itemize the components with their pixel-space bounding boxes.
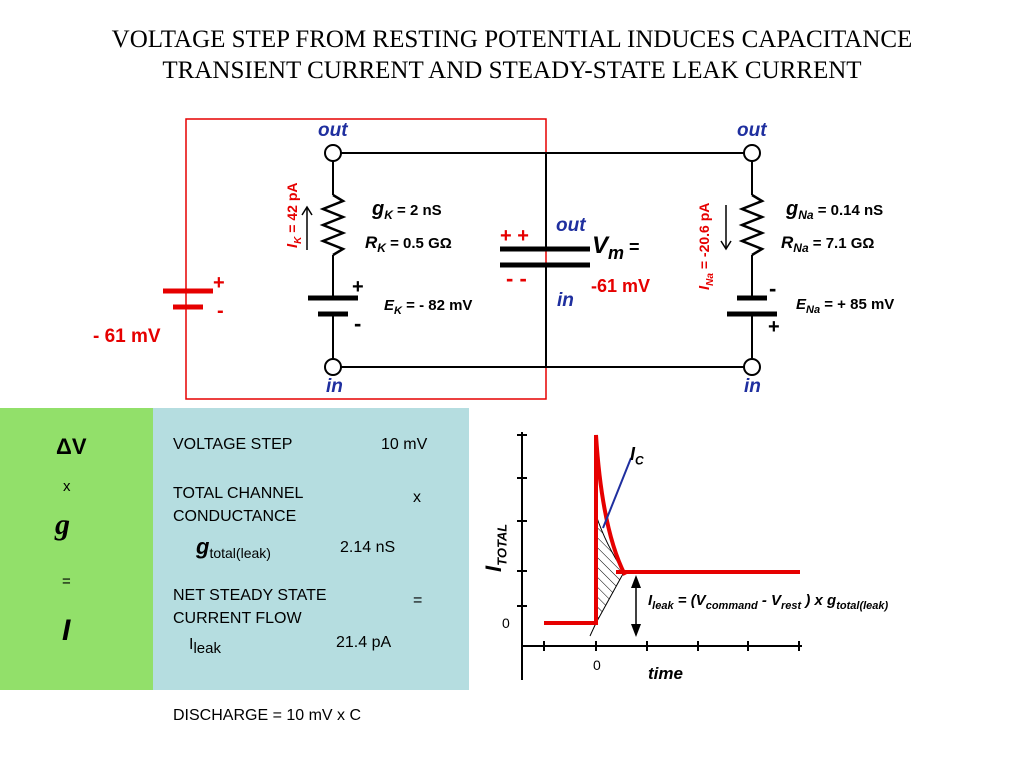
capacitor-plus-signs: + + (500, 225, 529, 247)
delta-v-symbol: ΔV (56, 434, 87, 459)
in-label-mid: in (557, 290, 574, 311)
g-total-value: 2.14 nS (340, 539, 396, 556)
ena-label: ENa = + 85 mV (796, 296, 895, 316)
rna-label: RNa = 7.1 GΩ (781, 233, 875, 255)
in-label-left: in (326, 376, 343, 397)
ic-pointer (602, 457, 632, 529)
ina-current-label: INa = -20.6 pA (696, 202, 716, 290)
resistor-k (319, 193, 347, 257)
out-label-mid: out (556, 215, 586, 236)
potassium-branch (301, 161, 358, 359)
in-label-right: in (744, 376, 761, 397)
times-sign: x (63, 478, 71, 495)
ileak-formula: Ileak = (Vcommand - Vrest ) x gtotal(lea… (648, 592, 889, 612)
net-label-line1: NET STEADY STATE (173, 587, 327, 604)
circuit-diagram (163, 118, 777, 400)
g-total-label: gtotal(leak) (196, 534, 271, 562)
current-trace-transient (544, 434, 627, 625)
capacitor-branch (500, 153, 590, 367)
net-equals: = (413, 592, 423, 609)
ic-label: IC (630, 444, 644, 468)
out-label-left: out (318, 120, 348, 141)
net-label-line2: CURRENT FLOW (173, 610, 302, 627)
graph-x-zero: 0 (593, 657, 601, 673)
graph-y-zero: 0 (502, 615, 510, 631)
capacitive-charge-area (595, 514, 625, 624)
sodium-branch (720, 161, 777, 359)
vm-value: -61 mV (591, 276, 651, 296)
circuit-highlight-box (185, 118, 547, 400)
terminal-out-left (324, 144, 342, 162)
g-symbol: g (55, 508, 70, 541)
conductance-times: x (413, 489, 421, 506)
conductance-label-line2: CONDUCTANCE (173, 508, 297, 525)
vm-label: Vm = (592, 232, 640, 263)
equation-panel (0, 408, 153, 690)
out-label-right: out (737, 120, 767, 141)
command-voltage: - 61 mV (93, 326, 161, 347)
voltage-step-value: 10 mV (381, 436, 428, 453)
terminal-out-right (743, 144, 761, 162)
command-battery (163, 288, 213, 310)
conductance-label-line1: TOTAL CHANNEL (173, 485, 304, 502)
ileak-label: Ileak (189, 636, 221, 658)
equals-sign: = (62, 573, 71, 590)
discharge-text: DISCHARGE = 10 mV x C (173, 707, 362, 724)
terminal-in-right (743, 358, 761, 376)
command-battery-plus: + (213, 272, 225, 294)
i-symbol: I (62, 614, 71, 647)
capacitor-minus-signs: - - (506, 266, 527, 291)
gk-label: gK = 2 nS (372, 198, 442, 223)
ek-label: EK = - 82 mV (384, 297, 473, 317)
rk-label: RK = 0.5 GΩ (365, 233, 452, 255)
title-line-1: VOLTAGE STEP FROM RESTING POTENTIAL INDU… (111, 26, 913, 53)
title-line-2: TRANSIENT CURRENT AND STEADY-STATE LEAK … (162, 57, 862, 84)
terminal-in-left (324, 358, 342, 376)
ek-plus: + (352, 276, 364, 298)
graph-y-label: ITOTAL (481, 523, 510, 572)
ek-minus: - (354, 311, 362, 336)
ik-current-label: IK = 42 pA (284, 182, 304, 249)
ileak-value: 21.4 pA (336, 634, 392, 651)
ena-plus: + (768, 316, 780, 338)
ena-minus: - (769, 276, 777, 301)
graph-x-label: time (648, 664, 683, 683)
voltage-step-label: VOLTAGE STEP (173, 436, 293, 453)
slide-title: VOLTAGE STEP FROM RESTING POTENTIAL INDU… (0, 24, 1024, 86)
values-panel (153, 408, 469, 690)
resistor-na (738, 193, 766, 257)
command-battery-minus: - (217, 300, 224, 322)
gna-label: gNa = 0.14 nS (786, 198, 884, 223)
